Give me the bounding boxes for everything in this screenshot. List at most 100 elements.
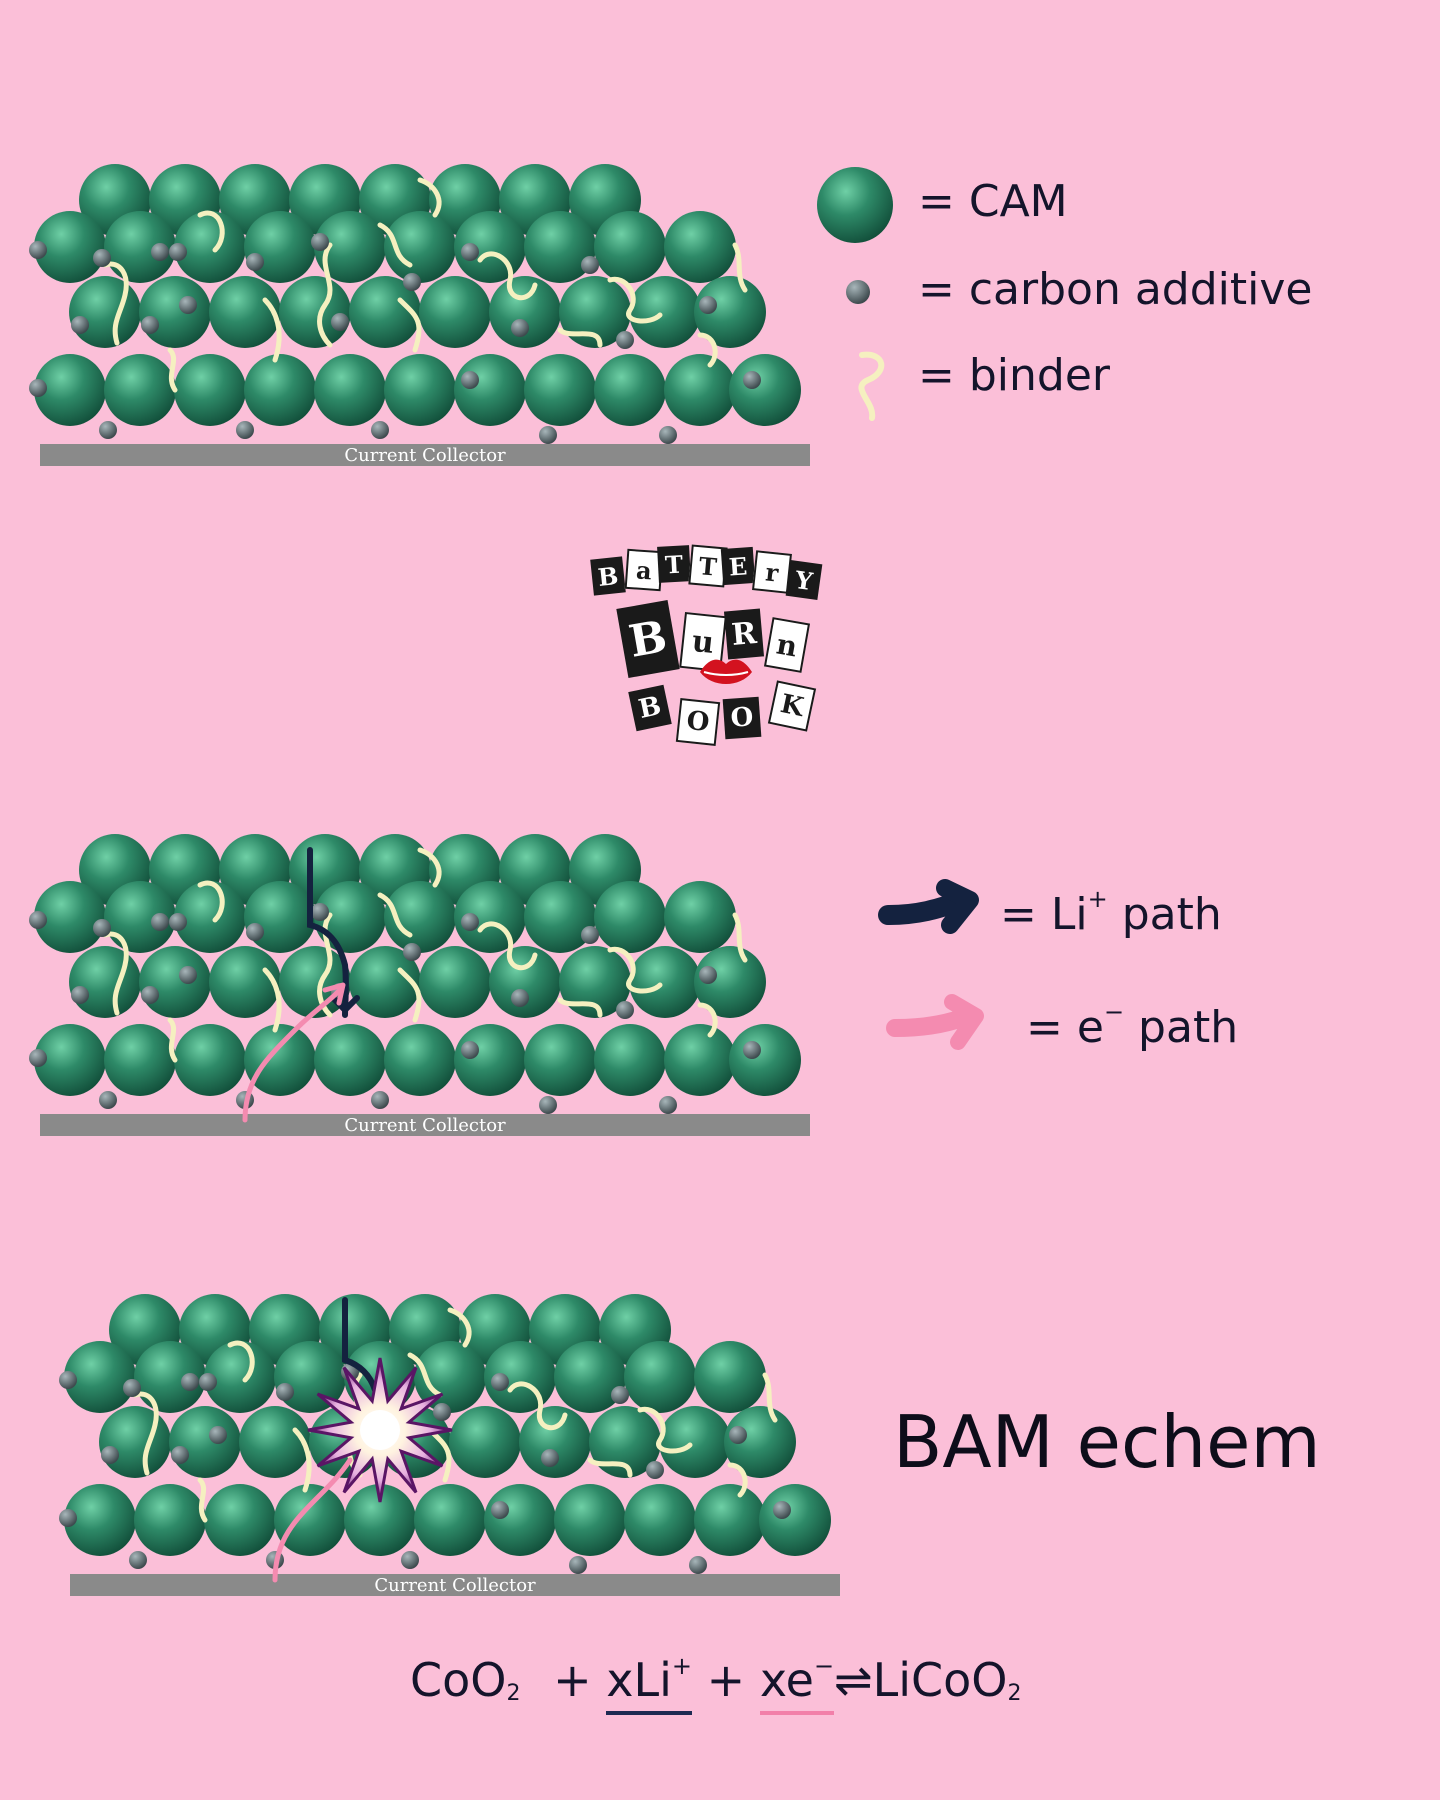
- carbon-additive: [151, 913, 169, 931]
- binder-strand: [727, 1462, 748, 1498]
- cam-particle: [624, 1484, 696, 1556]
- binder-strand: [762, 1372, 778, 1423]
- carbon-additive: [539, 426, 557, 444]
- carbon-additive: [659, 1096, 677, 1114]
- cam-particle: [349, 276, 421, 348]
- carbon-additive: [93, 919, 111, 937]
- cam-particle: [449, 1406, 521, 1478]
- cam-particle: [664, 1024, 736, 1096]
- cam-particle: [419, 276, 491, 348]
- e-arrow-icon: [886, 1009, 971, 1037]
- logo-letter: K: [767, 680, 817, 732]
- binder-strand: [507, 1381, 568, 1431]
- carbon-additive: [71, 316, 89, 334]
- carbon-additive: [371, 1091, 389, 1109]
- electrode-diagram-1: Current Collector: [29, 164, 810, 466]
- cam-particle: [694, 946, 766, 1018]
- cam-particle: [414, 1484, 486, 1556]
- li-label: = Li: [1000, 889, 1088, 940]
- cam-particle: [209, 946, 281, 1018]
- cam-particle: [524, 211, 596, 283]
- carbon-additive: [403, 943, 421, 961]
- e-path-suffix: path: [1138, 1002, 1239, 1053]
- cam-particle: [64, 1484, 136, 1556]
- eq-e-sup: −: [813, 1652, 835, 1680]
- binder-strand: [262, 967, 282, 1033]
- carbon-additive: [616, 1001, 634, 1019]
- li-path-suffix: path: [1121, 889, 1222, 940]
- cam-particle: [209, 276, 281, 348]
- binder-strand: [197, 210, 225, 253]
- carbon-additive: [179, 296, 197, 314]
- logo-letter: B: [590, 556, 626, 596]
- carbon-additive: [169, 243, 187, 261]
- cam-particle: [169, 1406, 241, 1478]
- carbon-additive: [461, 1041, 479, 1059]
- cam-particle: [629, 946, 701, 1018]
- binder-strand: [197, 1477, 208, 1523]
- carbon-additive: [59, 1509, 77, 1527]
- carbon-additive: [71, 986, 89, 1004]
- carbon-additive: [401, 1551, 419, 1569]
- cam-particle: [34, 1024, 106, 1096]
- carbon-additive: [461, 371, 479, 389]
- carbon-additive: [371, 421, 389, 439]
- cam-particle: [279, 276, 351, 348]
- cam-particle: [204, 1341, 276, 1413]
- cam-particle: [34, 211, 106, 283]
- cam-particle: [729, 354, 801, 426]
- carbon-additive: [311, 233, 329, 251]
- cam-particle: [589, 1406, 661, 1478]
- logo-letter: B: [628, 684, 672, 732]
- cam-particle: [104, 881, 176, 953]
- binder-strand: [227, 1340, 255, 1383]
- cam-particle: [594, 211, 666, 283]
- e-path-arrow: [272, 1457, 353, 1583]
- cam-particle: [204, 1484, 276, 1556]
- binder-strand: [732, 912, 748, 963]
- eq-li-sup: +: [671, 1652, 693, 1680]
- carbon-additive: [93, 249, 111, 267]
- cam-particle: [244, 354, 316, 426]
- binder-strand: [697, 1002, 718, 1038]
- binder-strand: [167, 347, 178, 393]
- binder-strand: [397, 967, 422, 1023]
- binder-strand: [262, 297, 282, 363]
- cam-particle: [414, 1341, 486, 1413]
- carbon-additive: [433, 1403, 451, 1421]
- electrode-panel-1: Current Collector = CAM = carbon additiv…: [0, 0, 1440, 480]
- e-path-arrow: [242, 987, 343, 1123]
- carbon-additive: [29, 911, 47, 929]
- eq-product-sub: 2: [1007, 1681, 1022, 1706]
- cam-particle: [594, 354, 666, 426]
- eq-e-term: xe−: [759, 1652, 835, 1715]
- li-path-arrow: [341, 1297, 378, 1393]
- binder-strand: [477, 921, 538, 971]
- cam-particle: [664, 211, 736, 283]
- cam-particle: [419, 946, 491, 1018]
- binder-strand: [557, 997, 603, 1018]
- carbon-additive: [539, 1096, 557, 1114]
- cam-particle: [559, 946, 631, 1018]
- current-collector: [70, 1574, 840, 1596]
- electrode-group: Current Collector: [29, 834, 810, 1136]
- binder-strand: [477, 251, 538, 301]
- cam-particle: [239, 1406, 311, 1478]
- cam-particle: [489, 276, 561, 348]
- carbon-additive: [331, 313, 349, 331]
- cam-particle: [559, 276, 631, 348]
- eq-li-term: xLi+: [606, 1652, 693, 1715]
- cam-particle: [524, 354, 596, 426]
- logo-letter: T: [657, 545, 691, 583]
- binder-strand: [417, 847, 442, 888]
- carbon-additive: [699, 296, 717, 314]
- li-arrow-icon: [878, 892, 968, 925]
- binder-strand: [132, 1391, 159, 1476]
- cam-particle: [694, 1341, 766, 1413]
- cam-particle: [624, 1341, 696, 1413]
- carbon-additive: [101, 1446, 119, 1464]
- carbon-additive: [541, 1449, 559, 1467]
- carbon-additive: [99, 1091, 117, 1109]
- carbon-additive: [246, 253, 264, 271]
- cam-particle: [729, 1024, 801, 1096]
